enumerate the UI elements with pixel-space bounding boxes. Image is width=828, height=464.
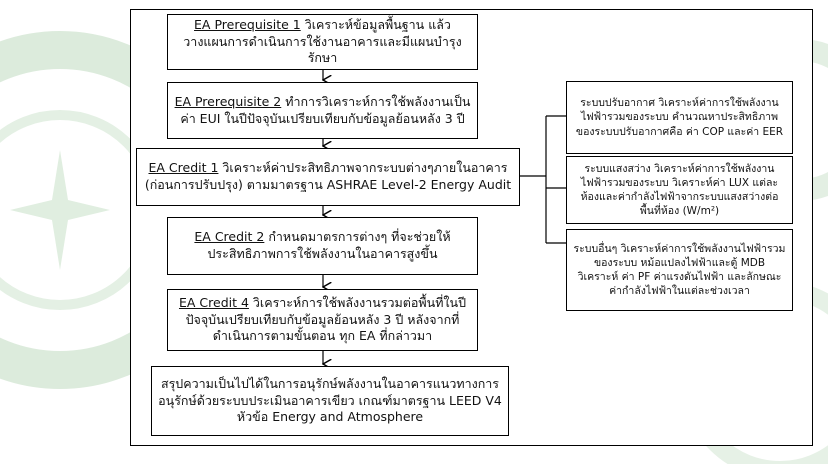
side-box-other-systems: ระบบอื่นๆ วิเคราะห์ค่าการใช้พลังงานไฟฟ้า… [566, 229, 793, 311]
flow-box-ea-prerequisite-1: EA Prerequisite 1 วิเคราะห์ข้อมูลพื้นฐาน… [167, 14, 478, 70]
box-text: กำหนดมาตรการต่างๆ ที่จะช่วยให้ประสิทธิภา… [207, 229, 451, 261]
box-heading: EA Credit 4 [178, 294, 249, 310]
box-text: ทำการวิเคราะห์การใช้พลังงานเป็นค่า EUI ใ… [180, 93, 471, 126]
box-text: สรุปความเป็นไปได้ในการอนุรักษ์พลังงานในอ… [158, 375, 502, 425]
side-box-lighting: ระบบแสงสว่าง วิเคราะห์ค่าการใช้พลังงานไฟ… [566, 156, 793, 224]
side-box-hvac: ระบบปรับอากาศ วิเคราะห์ค่าการใช้พลังงานไ… [566, 81, 793, 154]
box-heading: EA Credit 1 [148, 160, 219, 176]
side-text: ระบบปรับอากาศ วิเคราะห์ค่าการใช้พลังงานไ… [575, 97, 784, 138]
box-heading: EA Prerequisite 2 [174, 93, 282, 109]
box-heading: EA Prerequisite 1 [194, 16, 301, 32]
box-heading: EA Credit 2 [194, 229, 265, 245]
flow-box-ea-prerequisite-2: EA Prerequisite 2 ทำการวิเคราะห์การใช้พล… [167, 82, 478, 139]
box-text: วิเคราะห์ข้อมูลพื้นฐาน แล้ว วางแผนการดำเ… [183, 16, 462, 66]
side-text: ระบบอื่นๆ วิเคราะห์ค่าการใช้พลังงานไฟฟ้า… [573, 242, 786, 298]
box-text: วิเคราะห์การใช้พลังงานรวมต่อพื้นที่ในปีป… [185, 294, 467, 344]
flow-box-ea-credit-2: EA Credit 2 กำหนดมาตรการต่างๆ ที่จะช่วยใ… [167, 217, 478, 275]
flow-box-conclusion: สรุปความเป็นไปได้ในการอนุรักษ์พลังงานในอ… [151, 366, 509, 436]
flow-box-ea-credit-1: EA Credit 1 วิเคราะห์ค่าประสิทธิภาพจากระ… [136, 148, 520, 206]
flow-box-ea-credit-4: EA Credit 4 วิเคราะห์การใช้พลังงานรวมต่อ… [167, 289, 478, 351]
side-text: ระบบแสงสว่าง วิเคราะห์ค่าการใช้พลังงานไฟ… [580, 162, 779, 218]
box-text: วิเคราะห์ค่าประสิทธิภาพจากระบบต่างๆภายใน… [144, 160, 512, 192]
